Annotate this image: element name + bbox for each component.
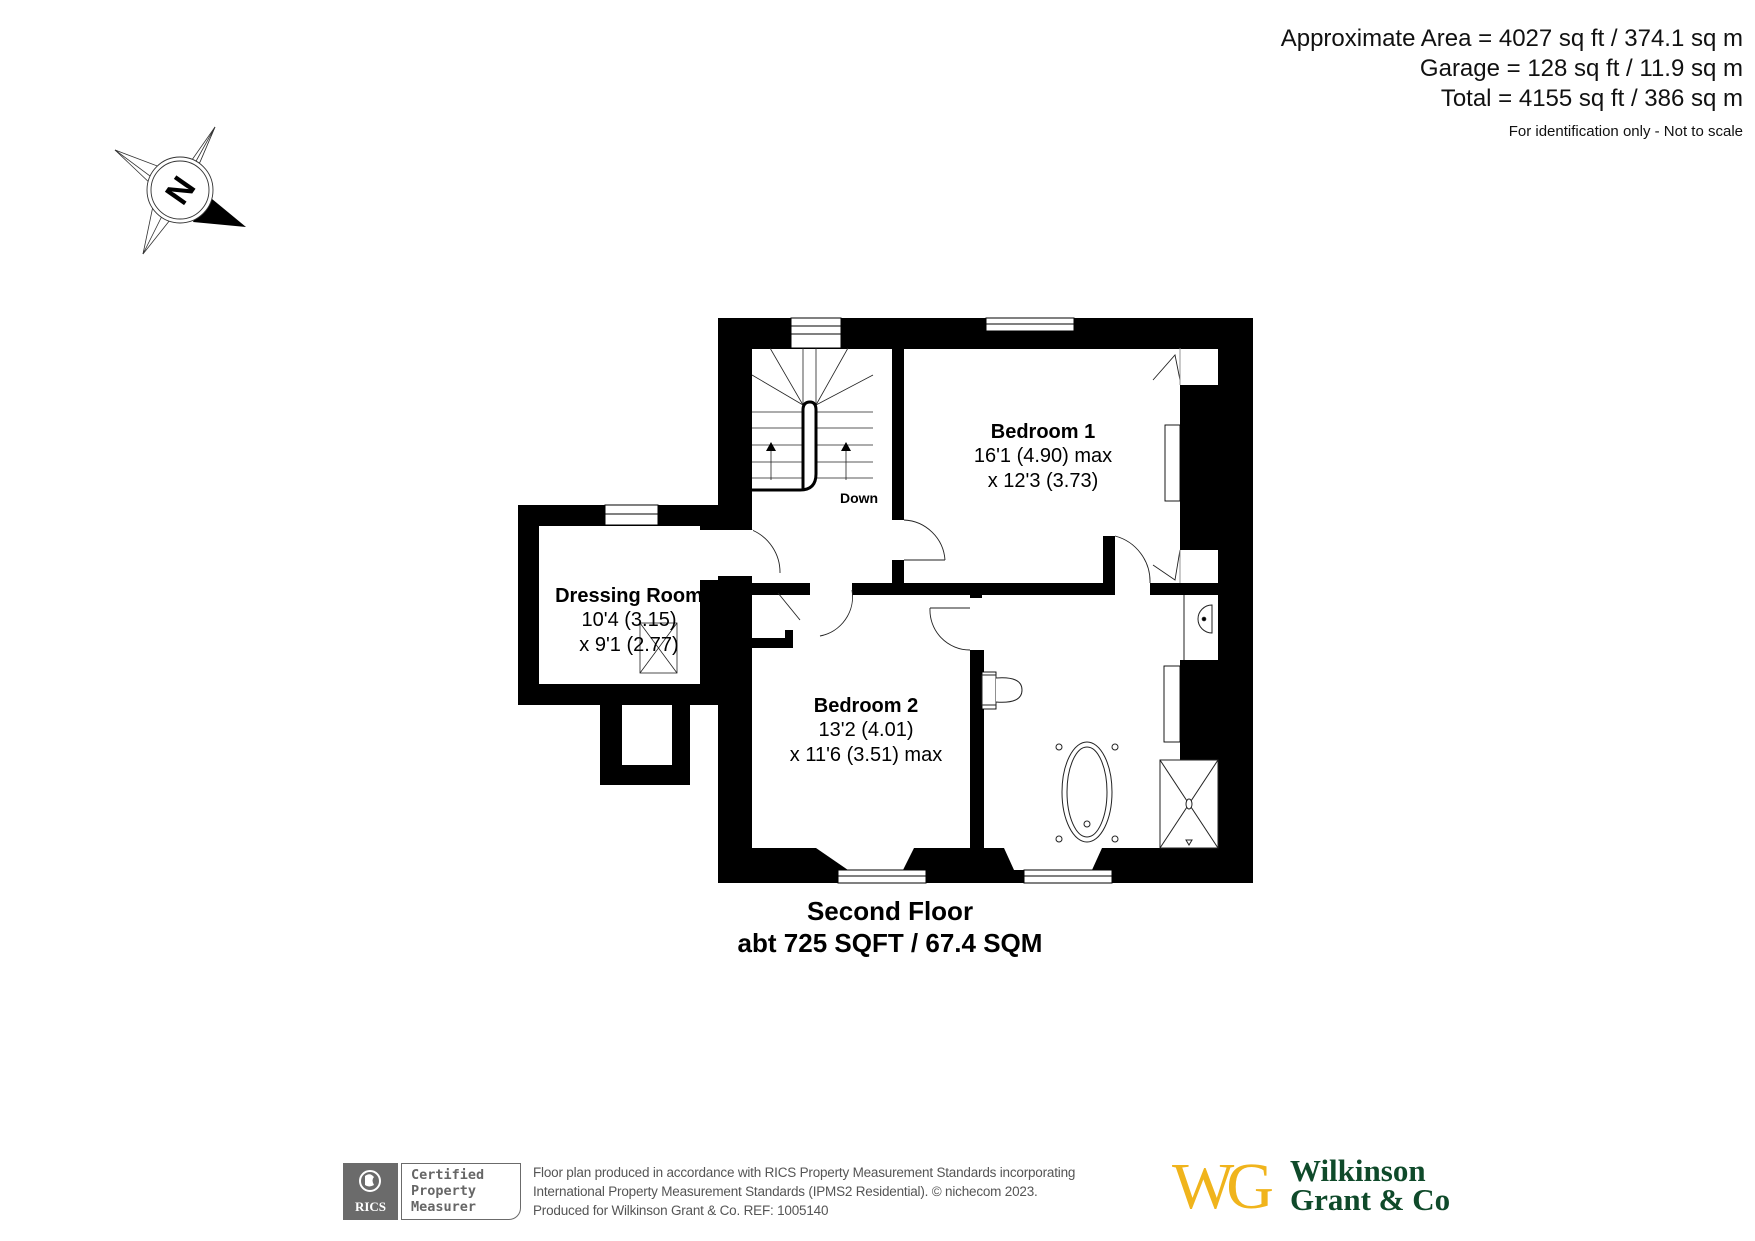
area-summary: Approximate Area = 4027 sq ft / 374.1 sq… (1281, 24, 1743, 142)
rics-lion-icon (359, 1170, 381, 1192)
floor-area: abt 725 SQFT / 67.4 SQM (737, 928, 1043, 958)
wg-mark: WG (1172, 1150, 1274, 1223)
room-dressing-room: Dressing Room 10'4 (3.15) x 9'1 (2.77) (555, 585, 703, 656)
skylight-icon (639, 622, 678, 674)
room-bedroom-1: Bedroom 1 16'1 (4.90) max x 12'3 (3.73) (973, 421, 1113, 492)
wc-cistern-icon (981, 674, 997, 706)
wilkinson-grant-logo: WG Wilkinson Grant & Co (1172, 1150, 1457, 1220)
garage-area: Garage = 128 sq ft / 11.9 sq m (1419, 55, 1743, 82)
compass-north-icon: N (114, 126, 246, 255)
rics-badge: RICS Certified Property Measurer (343, 1163, 521, 1220)
floor-title: Second Floor abt 725 SQFT / 67.4 SQM (700, 895, 1080, 959)
staircase (751, 347, 874, 480)
room-bedroom-2: Bedroom 2 13'2 (4.01) x 11'6 (3.51) max (789, 695, 943, 766)
scale-note: For identification only - Not to scale (1508, 123, 1743, 140)
stairs-down-label: Down (840, 490, 879, 506)
rics-logo: RICS (343, 1163, 398, 1220)
bathroom-fixtures (981, 595, 1219, 849)
certified-property-measurer: Certified Property Measurer (401, 1163, 521, 1220)
brand-name: Wilkinson Grant & Co (1290, 1153, 1451, 1217)
doors (751, 348, 1181, 651)
floor-name: Second Floor (806, 896, 974, 926)
walls (518, 318, 1253, 883)
approximate-area: Approximate Area = 4027 sq ft / 374.1 sq… (1280, 25, 1743, 52)
disclaimer: Floor plan produced in accordance with R… (533, 1165, 1076, 1218)
wc-icon (995, 677, 1023, 703)
total-area: Total = 4155 sq ft / 386 sq m (1440, 85, 1743, 112)
